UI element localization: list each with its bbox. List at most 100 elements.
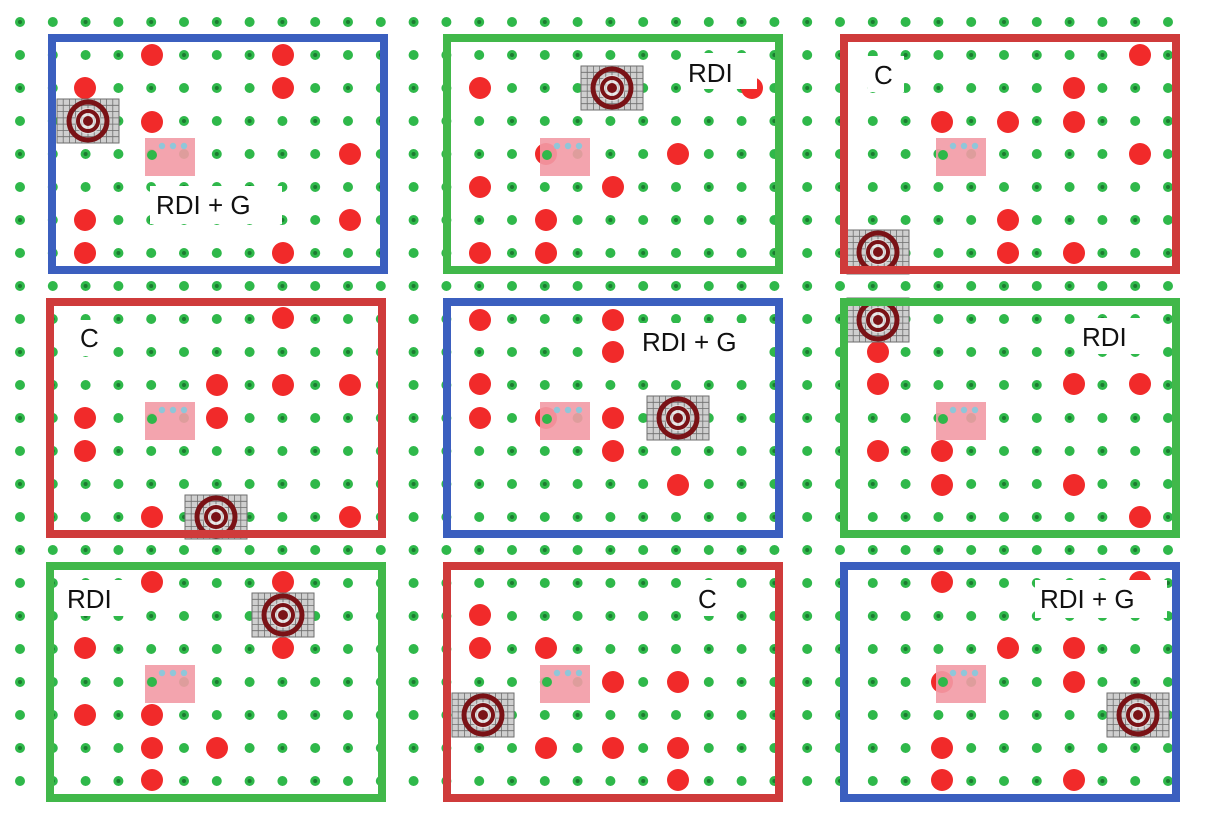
target-icon [580,65,644,111]
grid-dot [408,182,419,192]
grid-dot [539,710,550,720]
grid-dot [15,644,25,654]
grid-dot [736,644,747,654]
panel-label: C [874,60,893,90]
grid-dot [671,314,681,324]
red-dot [602,309,624,331]
grid-dot-center [214,548,219,552]
grid-dot-center [870,416,875,420]
target-icon [451,692,515,738]
grid-dot [179,83,189,93]
grid-dot-center [706,251,711,255]
grid-dot-center [149,548,154,552]
grid-dot-center [805,416,810,420]
grid-dot-center [870,20,875,24]
grid-dot-center [969,515,974,519]
red-dot [997,209,1019,231]
panel-label: RDI [67,584,112,614]
grid-dot [703,743,714,753]
grid-dot [1031,215,1042,225]
grid-dot-center [247,581,252,585]
grid-dot [769,17,780,27]
grid-dot [933,182,944,192]
grid-dot-center [1067,20,1072,24]
target-icon [646,395,710,441]
grid-dot-center [674,614,678,618]
grid-dot-center [1034,515,1039,519]
grid-dot [1130,776,1141,786]
grid-dot-center [477,746,482,750]
red-dot [74,407,96,429]
grid-dot [1097,281,1108,291]
grid-dot-center [182,449,186,453]
red-dot [469,309,491,331]
grid-dot-center [510,779,514,783]
grid-dot-center [280,152,285,156]
grid-dot [999,314,1009,324]
grid-dot [1031,347,1042,357]
grid-dot-center [411,548,416,552]
grid-dot-center [510,185,514,189]
grid-dot-center [149,20,154,24]
red-dot [272,637,294,659]
grid-dot [310,413,321,423]
red-dot [931,111,953,133]
grid-dot [277,116,288,126]
grid-dot-center [575,317,580,321]
grid-dot-center [641,53,646,57]
grid-dot [179,545,189,555]
grid-dot-center [608,152,613,156]
grid-dot [867,710,878,720]
red-dot [74,704,96,726]
grid-dot [15,710,25,720]
grid-dot-center [936,548,941,552]
panel-border [840,298,1180,538]
grid-dot-center [1166,119,1170,123]
red-dot [339,506,361,528]
grid-dot-center [1100,251,1105,255]
grid-dot [671,512,681,522]
grid-dot-center [1166,515,1170,519]
grid-dot [736,314,747,324]
grid-dot-center [903,53,908,57]
grid-dot-center [18,350,22,354]
pink-markers-layer [145,138,986,703]
grid-dot-center [477,482,482,486]
red-dot [272,571,294,593]
panel-border [443,298,783,538]
grid-dot [244,545,255,555]
grid-dot-center [477,680,482,684]
grid-dot [244,149,255,159]
grid-dot-center [903,779,908,783]
grid-dot-center [805,548,810,552]
grid-dot [900,17,911,27]
grid-dot [179,347,189,357]
grid-dot [146,248,157,258]
grid-dot-center [1133,284,1138,288]
grid-dot-center [674,284,678,288]
grid-dot [802,182,813,192]
grid-dot [605,512,616,522]
red-dot [1063,474,1085,496]
grid-dot [1064,182,1075,192]
grid-dot [539,446,550,456]
grid-dot-center [739,548,744,552]
grid-dot [15,116,25,126]
grid-dot [408,116,419,126]
grid-dot [671,116,681,126]
grid-dot-center [280,416,285,420]
red-dot [602,671,624,693]
grid-dot-center [1067,416,1072,420]
grid-dot [736,380,747,390]
grid-dot-center [313,53,318,57]
grid-dot-center [936,614,941,618]
grid-dot-center [83,482,88,486]
grid-dot-center [1100,53,1105,57]
grid-dot-center [1002,152,1006,156]
grid-dot-center [542,284,547,288]
grid-dot [441,545,452,555]
grid-dot-center [116,713,121,717]
grid-dot-center [510,317,514,321]
grid-dot [638,149,649,159]
grid-dot [507,83,517,93]
